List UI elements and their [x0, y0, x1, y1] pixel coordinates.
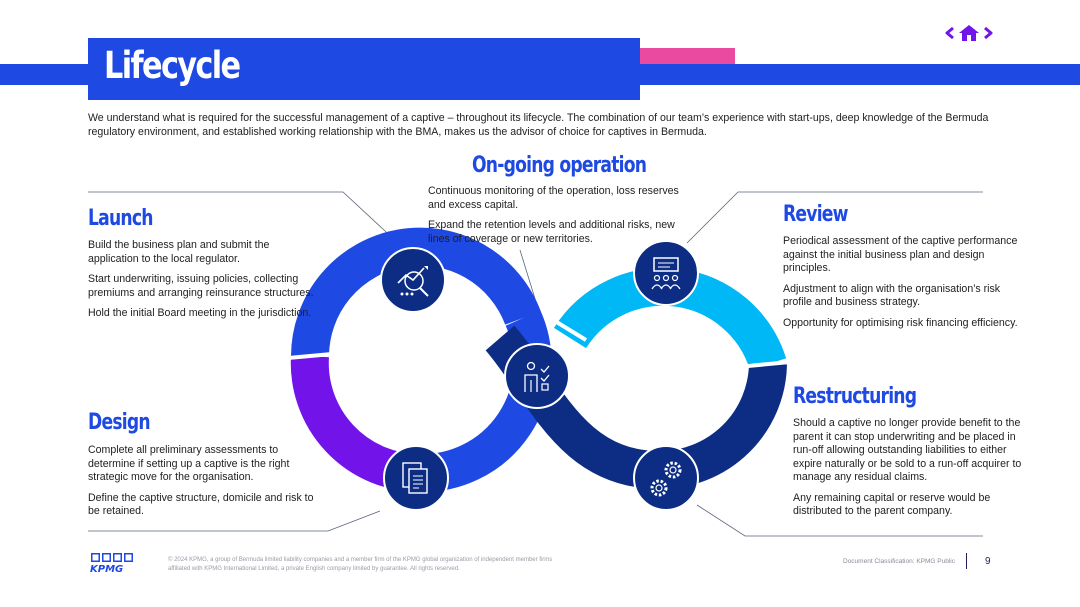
restructuring-heading: Restructuring: [793, 384, 917, 409]
review-paragraph: Opportunity for optimising risk financin…: [783, 316, 1018, 329]
review-paragraph: Adjustment to align with the organisatio…: [783, 282, 1001, 309]
launch-arc: [291, 227, 541, 357]
svg-text:KPMG: KPMG: [90, 564, 123, 574]
gears-icon: [633, 445, 699, 511]
slide-navigation: [944, 24, 994, 42]
intro-text: We understand what is required for the s…: [88, 112, 989, 138]
design-paragraph: Complete all preliminary assessments to …: [88, 444, 290, 483]
review-text: Periodical assessment of the captive per…: [783, 235, 1018, 337]
presentation-group-icon: [633, 240, 699, 306]
chart-magnifier-icon: [380, 247, 446, 313]
header-stripe-right: [640, 64, 1080, 85]
header-stripe-left: [0, 64, 88, 85]
ongoing-paragraph: Continuous monitoring of the operation, …: [428, 185, 679, 211]
design-paragraph: Define the captive structure, domicile a…: [88, 491, 314, 518]
chevron-left-icon[interactable]: [944, 24, 956, 42]
design-heading: Design: [88, 410, 151, 435]
restructuring-text: Should a captive no longer provide benef…: [793, 417, 1031, 526]
launch-paragraph: Hold the initial Board meeting in the ju…: [88, 307, 312, 319]
launch-text: Build the business plan and submit the a…: [88, 239, 320, 328]
footer-separator: [966, 553, 967, 569]
ongoing-text: Continuous monitoring of the operation, …: [428, 185, 688, 253]
launch-heading: Launch: [88, 206, 153, 231]
header-accent-bar: [640, 48, 735, 64]
home-icon[interactable]: [958, 24, 980, 42]
kpmg-logo: KPMG: [90, 553, 133, 574]
documents-icon: [383, 445, 449, 511]
launch-paragraph: Build the business plan and submit the a…: [88, 239, 270, 265]
design-text: Complete all preliminary assessments to …: [88, 444, 323, 526]
chevron-right-icon[interactable]: [982, 24, 994, 42]
ongoing-paragraph: Expand the retention levels and addition…: [428, 219, 675, 245]
footer-copyright: © 2024 KPMG, a group of Bermuda limited …: [168, 557, 553, 572]
review-paragraph: Periodical assessment of the captive per…: [783, 235, 1018, 274]
launch-paragraph: Start underwriting, issuing policies, co…: [88, 273, 314, 299]
page-title: Lifecycle: [104, 44, 241, 87]
page-number: 9: [985, 556, 991, 567]
review-heading: Review: [783, 202, 849, 227]
ongoing-heading: On-going operation: [472, 153, 647, 178]
person-checklist-icon: [504, 343, 570, 409]
title-box: [88, 38, 640, 100]
arc-separators: [287, 316, 791, 368]
document-classification: Document Classification: KPMG Public: [843, 558, 955, 565]
restructuring-paragraph: Should a captive no longer provide benef…: [793, 417, 1022, 483]
restructuring-paragraph: Any remaining capital or reserve would b…: [793, 491, 991, 518]
